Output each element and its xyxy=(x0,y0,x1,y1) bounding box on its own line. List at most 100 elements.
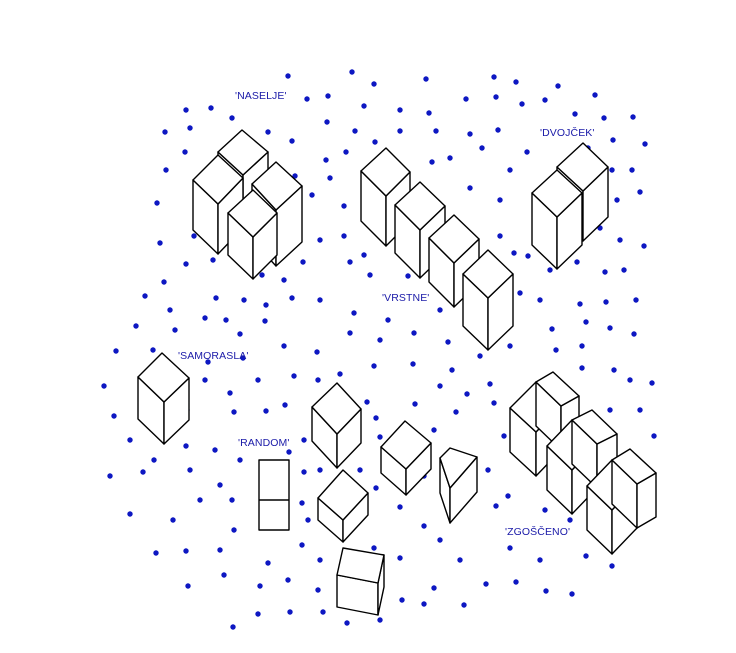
tree-dot xyxy=(493,503,499,509)
tree-dot xyxy=(377,337,383,343)
label-random: 'RANDOM' xyxy=(238,437,290,449)
tree-dot xyxy=(317,467,323,473)
tree-dot xyxy=(230,624,236,630)
tree-dot xyxy=(187,125,193,131)
tree-dot xyxy=(183,107,189,113)
tree-dot xyxy=(449,367,455,373)
tree-dot xyxy=(421,601,427,607)
tree-dot xyxy=(431,427,437,433)
tree-dot xyxy=(601,115,607,121)
random-house-plan xyxy=(258,459,290,531)
tree-dot xyxy=(641,243,647,249)
tree-dot xyxy=(337,371,343,377)
tree-dot xyxy=(583,553,589,559)
tree-dot xyxy=(357,467,363,473)
tree-dot xyxy=(231,409,237,415)
tree-dot xyxy=(281,343,287,349)
tree-dot xyxy=(410,361,416,367)
tree-dot xyxy=(240,355,246,361)
tree-dot xyxy=(172,327,178,333)
tree-dot xyxy=(495,127,501,133)
tree-dot xyxy=(187,467,193,473)
tree-dot xyxy=(265,129,271,135)
tree-dot xyxy=(259,272,265,278)
tree-dot xyxy=(574,259,580,265)
tree-dot xyxy=(324,119,330,125)
tree-dot xyxy=(553,347,559,353)
tree-dot xyxy=(241,297,247,303)
tree-dot xyxy=(629,167,635,173)
tree-dot xyxy=(309,192,315,198)
tree-dot xyxy=(325,93,331,99)
naselje-house xyxy=(227,189,278,280)
tree-dot xyxy=(257,583,263,589)
label-zgosceno: 'ZGOŠČENO' xyxy=(505,526,571,538)
house-volumes xyxy=(137,129,657,616)
tree-dot xyxy=(397,555,403,561)
tree-dot xyxy=(609,167,615,173)
tree-dot xyxy=(364,399,370,405)
tree-dot xyxy=(301,469,307,475)
tree-dot xyxy=(467,185,473,191)
tree-dot xyxy=(607,407,613,413)
tree-dot xyxy=(217,547,223,553)
tree-dot xyxy=(651,433,657,439)
tree-dot xyxy=(373,415,379,421)
tree-dot xyxy=(210,257,216,263)
tree-dot xyxy=(537,557,543,563)
tree-dot xyxy=(221,572,227,578)
tree-dot xyxy=(305,517,311,523)
tree-dot xyxy=(467,131,473,137)
tree-dot xyxy=(151,457,157,463)
tree-dot xyxy=(213,295,219,301)
tree-dot xyxy=(513,579,519,585)
tree-dot xyxy=(642,141,648,147)
tree-dot xyxy=(569,591,575,597)
tree-dot xyxy=(183,261,189,267)
tree-dot xyxy=(127,511,133,517)
tree-dot xyxy=(217,482,223,488)
tree-dot xyxy=(567,517,573,523)
tree-dot xyxy=(607,325,613,331)
tree-dot xyxy=(263,408,269,414)
tree-dot xyxy=(101,383,107,389)
tree-dot xyxy=(237,331,243,337)
tree-dot xyxy=(637,189,643,195)
tree-dot xyxy=(205,359,211,365)
tree-dot xyxy=(649,380,655,386)
tree-dot xyxy=(140,469,146,475)
tree-dot xyxy=(371,81,377,87)
tree-dot xyxy=(579,365,585,371)
tree-dot xyxy=(202,315,208,321)
tree-dot xyxy=(517,290,523,296)
tree-dot xyxy=(445,339,451,345)
tree-dot xyxy=(231,527,237,533)
tree-dot xyxy=(537,297,543,303)
tree-dot xyxy=(317,297,323,303)
tree-dot xyxy=(412,401,418,407)
tree-dot xyxy=(397,504,403,510)
tree-dot xyxy=(377,617,383,623)
tree-dot xyxy=(320,609,326,615)
tree-dot xyxy=(433,128,439,134)
tree-dot xyxy=(281,277,287,283)
tree-dot xyxy=(183,443,189,449)
tree-dot xyxy=(163,167,169,173)
tree-dot xyxy=(170,517,176,523)
tree-dot xyxy=(377,434,383,440)
tree-dot xyxy=(255,377,261,383)
tree-dot xyxy=(341,233,347,239)
tree-dot xyxy=(477,353,483,359)
tree-dot xyxy=(614,197,620,203)
tree-dot xyxy=(317,237,323,243)
tree-dot xyxy=(107,473,113,479)
tree-dot xyxy=(237,457,243,463)
tree-dot xyxy=(479,145,485,151)
tree-dot xyxy=(429,159,435,165)
tree-dot xyxy=(497,197,503,203)
tree-dot xyxy=(497,233,503,239)
tree-dot xyxy=(341,203,347,209)
tree-dot xyxy=(397,107,403,113)
tree-dot xyxy=(265,560,271,566)
